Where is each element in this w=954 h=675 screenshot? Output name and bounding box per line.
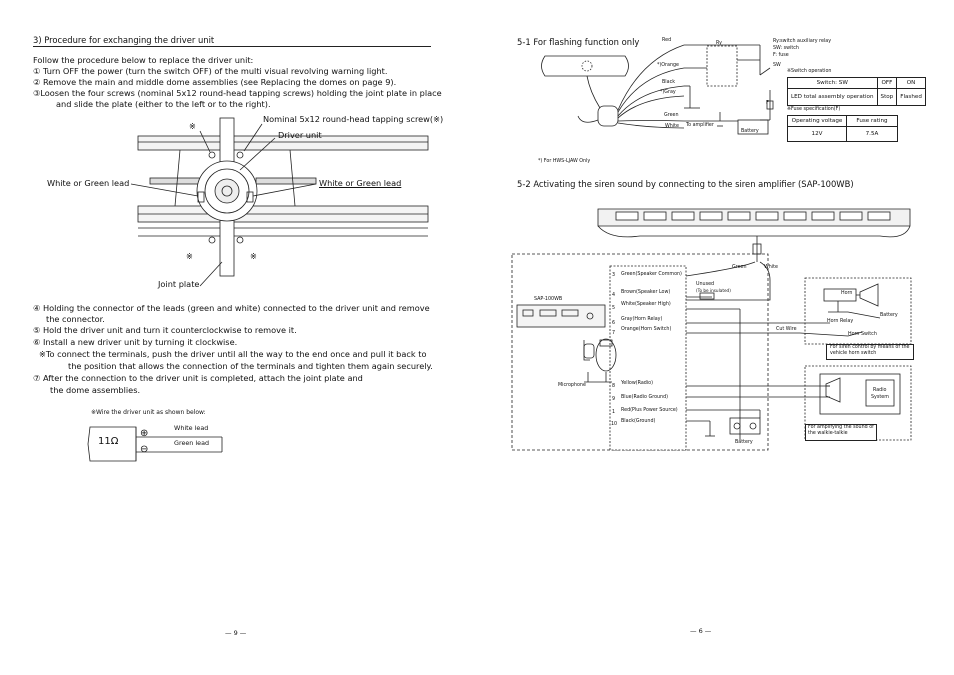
- siren-wire-green: Green: [732, 265, 747, 270]
- pin-9: 9: [612, 397, 616, 402]
- pin-4: 4: [612, 293, 616, 298]
- fuse-spec-title: ※Fuse specification(F): [787, 107, 841, 112]
- horn-relay-label: Horn Relay: [827, 319, 854, 324]
- wire-gray: *)Gray: [660, 90, 676, 95]
- siren-battery-label: Battery: [735, 440, 753, 445]
- screw-label: Nominal 5x12 round-head tapping screw(※): [263, 114, 444, 124]
- terminal-note: ※To connect the terminals, push the driv…: [39, 349, 427, 359]
- relay-label: Ry: [716, 41, 722, 46]
- legend-relay: Ry:switch auxiliary relay: [773, 39, 832, 44]
- sw-row-flashed: Flashed: [896, 88, 926, 106]
- footnote-hws: *) For HWS-LJAW Only: [538, 159, 591, 164]
- lead-label-left: White or Green lead: [47, 178, 130, 188]
- cut-wire-label: Cut Wire: [776, 327, 797, 332]
- mark-bottom-left: ※: [186, 251, 193, 261]
- step-5: ⑤ Hold the driver unit and turn it count…: [33, 325, 297, 335]
- mark-top-left: ※: [189, 121, 196, 131]
- ohm-label: 11Ω: [98, 436, 119, 447]
- pin-3: 3: [612, 273, 616, 278]
- fuse-row-voltage: 12V: [787, 126, 847, 142]
- pin-8: 8: [612, 384, 616, 389]
- legend-fuse: F: fuse: [773, 53, 789, 58]
- lead-label-right: White or Green lead: [319, 178, 402, 188]
- step-7-cont: the dome assemblies.: [50, 385, 141, 395]
- step-4-cont: the connector.: [46, 314, 105, 324]
- page-number-right: — 6 —: [690, 627, 712, 635]
- horn-label: Horn: [841, 291, 853, 296]
- step-1: ① Turn OFF the power (turn the switch OF…: [33, 66, 388, 76]
- plus-terminal-icon: ⊕: [140, 428, 149, 439]
- siren-wire-white: White: [764, 265, 778, 270]
- wire-note: ※Wire the driver unit as shown below:: [91, 409, 206, 416]
- horn-battery-label: Battery: [880, 313, 898, 318]
- note-radio-box: For amplifying the sound of the walkie-t…: [805, 424, 877, 441]
- joint-plate-label: Joint plate: [158, 279, 200, 289]
- battery-label: Battery: [741, 129, 759, 134]
- fuse-row-rating: 7.5A: [846, 126, 898, 142]
- wire-radio-ground: Blue(Radio Ground): [621, 395, 669, 400]
- white-lead-label: White lead: [174, 424, 209, 432]
- horn-switch-label: Horn Switch: [848, 332, 877, 337]
- radio-label: Radio: [873, 388, 887, 393]
- terminal-note-cont: the position that allows the connection …: [68, 361, 433, 371]
- unused-note: (To be insulated): [696, 288, 731, 293]
- wire-plus-power: Red(Plus Power Source): [621, 408, 678, 413]
- section-title-flashing: 5-1 For flashing function only: [517, 37, 640, 47]
- step-3: ③Loosen the four screws (nominal 5x12 ro…: [33, 88, 442, 98]
- page-number-left: — 9 —: [225, 629, 247, 637]
- title-rule: [33, 46, 431, 47]
- wire-orange: *)Orange: [657, 63, 679, 68]
- step-6: ⑥ Install a new driver unit by turning i…: [33, 337, 238, 347]
- note-horn-box: For siren control by means of the vehicl…: [826, 344, 914, 360]
- step-4: ④ Holding the connector of the leads (gr…: [33, 303, 430, 313]
- green-lead-label: Green lead: [174, 439, 210, 447]
- pin-10: 10: [611, 422, 618, 427]
- step-7: ⑦ After the connection to the driver uni…: [33, 373, 363, 383]
- pin-1: 1: [612, 410, 616, 415]
- pin-5: 5: [612, 306, 616, 311]
- pin-6: 6: [612, 321, 616, 326]
- switch-label: SW: [773, 63, 781, 68]
- unused-label: Unused: [696, 282, 715, 287]
- wire-black: Black: [662, 80, 675, 85]
- wire-speaker-high: White(Speaker High): [621, 302, 671, 307]
- pin-7: 7: [612, 331, 616, 336]
- minus-terminal-icon: ⊖: [140, 444, 149, 455]
- radio-system-label: System: [871, 395, 889, 400]
- mark-bottom-right: ※: [250, 251, 257, 261]
- wire-radio: Yellow(Radio): [621, 381, 653, 386]
- microphone-label: Microphone: [558, 383, 586, 388]
- step-2: ② Remove the main and middle dome assemb…: [33, 77, 397, 87]
- to-amplifier-label: To amplifier: [686, 123, 714, 128]
- note-radio-line1: For amplifying the sound of: [808, 425, 874, 430]
- wire-horn-switch: Orange(Horn Switch): [621, 327, 672, 332]
- section-title-driver: 3) Procedure for exchanging the driver u…: [33, 35, 215, 45]
- wire-green: Green: [664, 113, 679, 118]
- wire-speaker-low: Brown(Speaker Low): [621, 290, 671, 295]
- sw-row-led: LED total assembly operation: [787, 88, 878, 106]
- wire-speaker-common: Green(Speaker Common): [621, 272, 682, 277]
- fuse-label: F: [766, 101, 769, 106]
- wire-horn-relay: Gray(Horn Relay): [621, 317, 663, 322]
- driver-unit-label: Driver unit: [278, 130, 322, 140]
- section-title-siren: 5-2 Activating the siren sound by connec…: [517, 179, 854, 189]
- step-3-cont: and slide the plate (either to the left …: [56, 99, 271, 109]
- note-radio-line2: the walkie-talkie: [808, 431, 848, 436]
- wire-red: Red: [662, 38, 672, 43]
- wire-white: White: [665, 124, 679, 129]
- wire-ground: Black(Ground): [621, 419, 656, 424]
- switch-operation-title: ※Switch operation: [787, 69, 832, 74]
- amp-model-label: SAP-100WB: [534, 297, 563, 302]
- legend-switch: SW: switch: [773, 46, 799, 51]
- intro-text: Follow the procedure below to replace th…: [33, 55, 254, 65]
- note-horn-line1: For siren control by means of the: [830, 345, 910, 350]
- note-horn-line2: vehicle horn switch: [830, 351, 877, 356]
